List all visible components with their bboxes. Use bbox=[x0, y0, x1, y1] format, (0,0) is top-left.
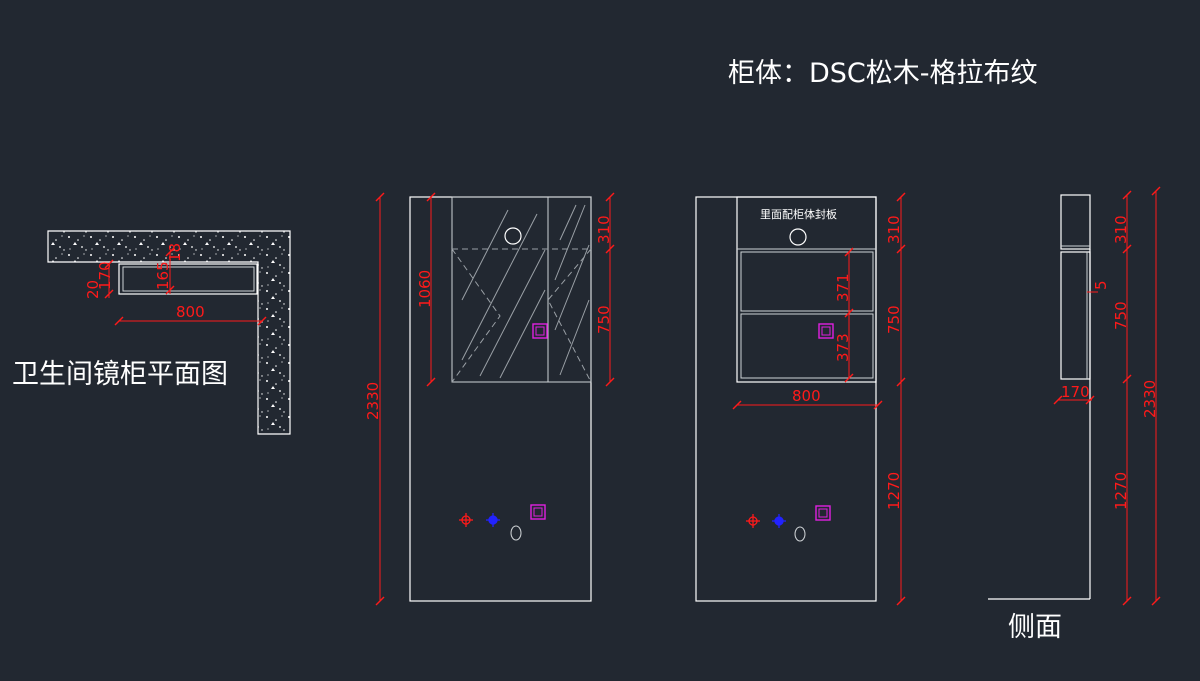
side-dim-2330: 2330 bbox=[1141, 380, 1159, 418]
interior-cabinet-outline bbox=[736, 196, 877, 383]
interior-hot-water-icon bbox=[746, 514, 760, 528]
interior-dim-310: 310 bbox=[885, 215, 903, 244]
interior-dim-373: 373 bbox=[834, 333, 852, 362]
interior-elevation: 里面配柜体封板 371 373 310 bbox=[695, 192, 906, 606]
plan-cabinet-inner bbox=[122, 266, 255, 292]
plan-label: 卫生间镜柜平面图 bbox=[12, 359, 228, 390]
drawing-title: 柜体：DSC松木-格拉布纹 bbox=[728, 58, 1038, 89]
interior-downlight-icon bbox=[789, 228, 807, 246]
front-dim-750: 750 bbox=[595, 305, 613, 334]
side-top-cabinet bbox=[1060, 194, 1091, 250]
side-elevation: 5 170 310 750 1270 2330 侧面 bbox=[988, 186, 1161, 643]
interior-upper-outlet-icon bbox=[818, 323, 834, 339]
interior-note: 里面配柜体封板 bbox=[760, 207, 837, 221]
side-dim-1270: 1270 bbox=[1112, 472, 1130, 510]
interior-dim-750: 750 bbox=[885, 305, 903, 334]
front-drain-icon bbox=[510, 525, 522, 541]
interior-dim-800: 800 bbox=[792, 387, 821, 405]
interior-drain-icon bbox=[794, 526, 806, 542]
plan-cabinet-outline bbox=[118, 263, 258, 295]
plan-dim-18: 18 bbox=[166, 243, 184, 262]
plan-dim-165: 165 bbox=[154, 261, 172, 290]
front-dim-1060: 1060 bbox=[416, 270, 434, 308]
front-cold-water-icon bbox=[486, 513, 500, 527]
interior-dim-371: 371 bbox=[834, 273, 852, 302]
shelf-upper bbox=[740, 251, 874, 312]
front-hot-water-icon bbox=[459, 513, 473, 527]
interior-dim-1270: 1270 bbox=[885, 472, 903, 510]
front-dim-2330: 2330 bbox=[364, 382, 382, 420]
front-lower-outlet-icon bbox=[530, 504, 546, 520]
side-dim-750: 750 bbox=[1112, 301, 1130, 330]
plan-wall-terrazzo bbox=[47, 230, 291, 435]
front-dim-310: 310 bbox=[595, 215, 613, 244]
side-dim-170: 170 bbox=[1061, 383, 1090, 401]
plan-dim-20: 20 bbox=[84, 280, 102, 299]
plan-view: 800 170 20 165 18 卫生间镜柜平面图 bbox=[12, 230, 291, 435]
plan-dim-800: 800 bbox=[176, 303, 205, 321]
interior-lower-outlet-icon bbox=[815, 505, 831, 521]
side-dim-310: 310 bbox=[1112, 215, 1130, 244]
front-elevation: 2330 1060 310 750 bbox=[364, 192, 615, 606]
side-lower-cabinet bbox=[1060, 251, 1091, 380]
front-upper-outlet-icon bbox=[532, 323, 548, 339]
front-downlight-icon bbox=[504, 227, 522, 245]
plan-dim-170: 170 bbox=[96, 261, 114, 290]
side-dim-5: 5 bbox=[1092, 280, 1110, 290]
interior-cold-water-icon bbox=[772, 514, 786, 528]
mirror-cabinet-frame bbox=[451, 196, 592, 383]
side-label: 侧面 bbox=[1008, 612, 1062, 643]
shelf-lower bbox=[740, 313, 874, 379]
mirror-glass-hatching bbox=[461, 204, 590, 379]
